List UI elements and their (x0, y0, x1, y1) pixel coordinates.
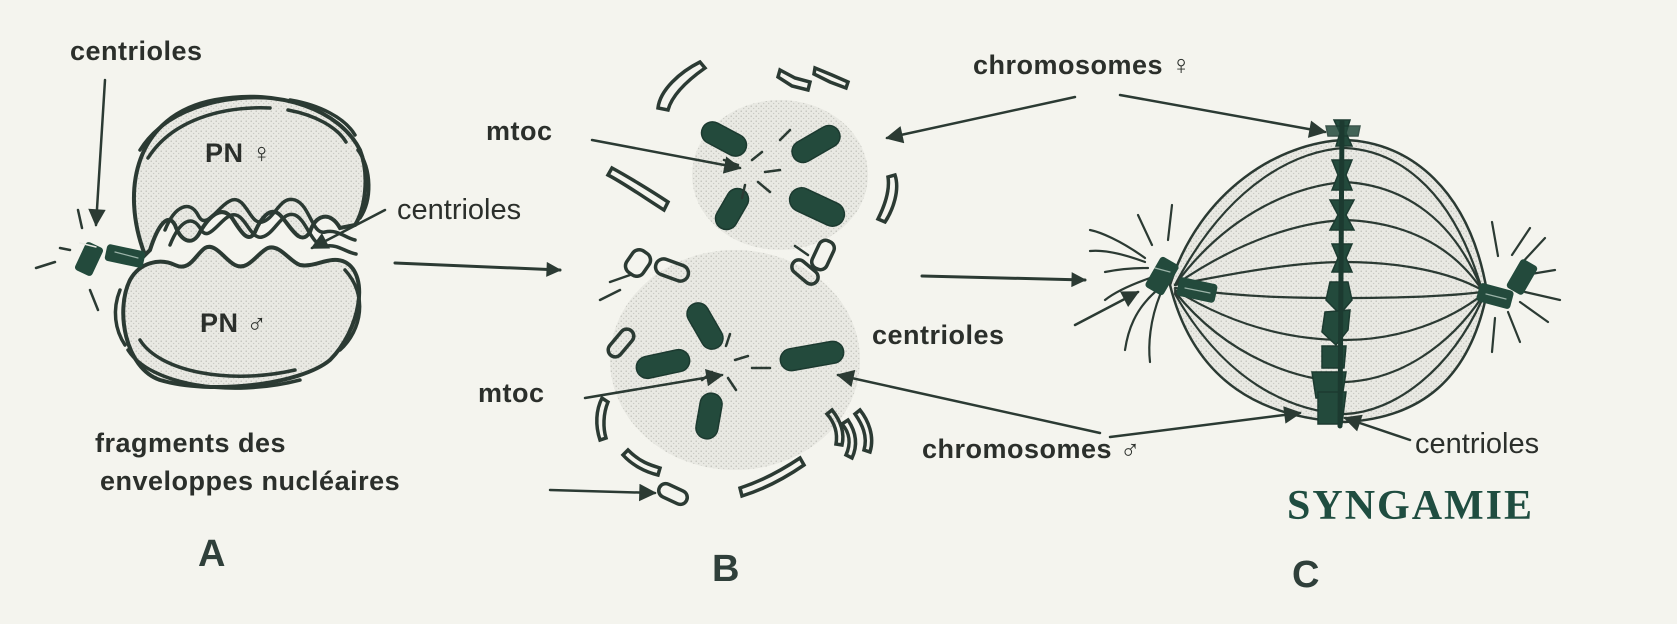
chromosomes-bottom (635, 302, 845, 440)
label-centrioles-c-left: centrioles (872, 320, 1005, 350)
label-fragments-line2: enveloppes nucléaires (100, 466, 401, 496)
chromosomes-top (700, 121, 846, 231)
label-pn-male: PN ♂ (200, 308, 268, 338)
label-centrioles-a-mid: centrioles (397, 194, 522, 226)
panel-b (548, 59, 1087, 507)
label-chromosomes-female: chromosomes ♀ (973, 50, 1192, 80)
label-mtoc-bottom: mtoc (478, 378, 545, 408)
label-chromosomes-male: chromosomes ♂ (922, 434, 1141, 464)
aster-top (692, 100, 868, 250)
panel-letter-b: B (712, 548, 740, 590)
centriole-pair-a (74, 242, 146, 276)
centriole-pair-c-left (1145, 256, 1218, 303)
pronucleus-male (121, 244, 362, 389)
panel-c (836, 93, 1562, 442)
label-centrioles-a-top: centrioles (70, 36, 203, 66)
panel-letter-a: A (198, 533, 226, 575)
label-fragments-line1: fragments des (95, 428, 287, 458)
centriole-pair-c-right (1476, 259, 1538, 309)
label-centrioles-c-bottom: centrioles (1415, 428, 1540, 460)
diagram-title: SYNGAMIE (1287, 483, 1535, 529)
label-mtoc-top: mtoc (486, 116, 553, 146)
panel-letter-c: C (1292, 554, 1320, 596)
panel-a (34, 78, 562, 390)
label-pn-female: PN ♀ (205, 138, 273, 168)
metaphase-chromosomes (1311, 119, 1361, 425)
